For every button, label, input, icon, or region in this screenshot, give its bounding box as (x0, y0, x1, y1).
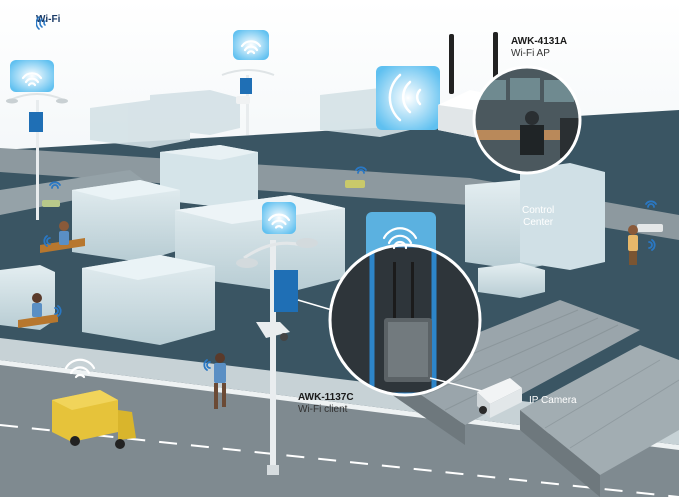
control-center-inset (472, 65, 582, 175)
wifi-legend-label: Wi-Fi (36, 14, 61, 25)
streetlight-top (221, 30, 275, 135)
main-road (0, 360, 679, 497)
streetlight-main (236, 202, 318, 475)
client-role: Wi-Fi client (298, 403, 348, 415)
ap-label: AWK-4131A Wi-Fi AP (511, 36, 567, 59)
wifi-icon (388, 73, 422, 122)
bench-icon (18, 238, 85, 328)
building-3 (175, 195, 345, 292)
streetlight-left (6, 60, 68, 220)
control-center-line2: Center (523, 217, 554, 228)
wifi-icon (36, 16, 46, 30)
building-7 (478, 263, 545, 298)
camera-icon (477, 378, 522, 418)
car-icon (42, 180, 663, 232)
client-device-inset (328, 243, 482, 397)
person-icon (32, 221, 638, 409)
building-6 (465, 163, 605, 270)
ap-wifi-zone (376, 66, 440, 130)
wifi-icon (43, 166, 657, 371)
ip-camera-label: IP Camera (529, 395, 577, 406)
client-label: AWK-1137C Wi-Fi client (298, 392, 354, 415)
building-4 (82, 255, 215, 345)
client-model: AWK-1137C (298, 392, 354, 403)
building-1 (160, 145, 258, 207)
ap-model: AWK-4131A (511, 36, 568, 47)
building-2 (72, 180, 180, 262)
ap-role: Wi-Fi AP (511, 47, 550, 59)
wifi-legend: Wi-Fi (36, 14, 61, 30)
control-center-line1: Control (522, 205, 555, 216)
wifi-icon (21, 40, 418, 379)
warehouse-2 (520, 345, 679, 497)
truck-icon (52, 390, 136, 449)
control-center-label: Control Center (522, 205, 554, 229)
